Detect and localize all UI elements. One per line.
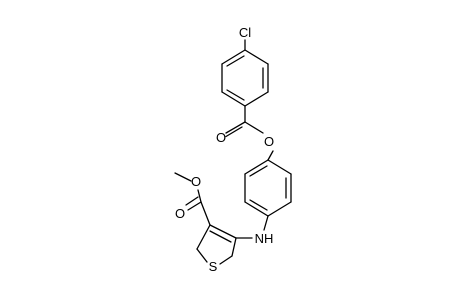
chlorine-label: Cl (239, 25, 251, 40)
ester-bridge-oxygen-label: O (264, 134, 274, 149)
chlorophenyl-ring (221, 49, 269, 107)
methyl-ester-group (174, 172, 211, 226)
methyl-ester-oxygen-label: O (191, 174, 201, 189)
amine-label: NH (255, 231, 274, 246)
benzoate-carbonyl (225, 121, 274, 161)
ring-nh-bond (263, 215, 269, 231)
ester-carbonyl-oxygen-label: O (216, 130, 226, 145)
dihydrothiophene-ring (196, 224, 237, 265)
phenylene-ring (244, 159, 292, 217)
methyl-ester-carbonyl-oxygen-label: O (175, 206, 185, 221)
sulfur-label: S (209, 259, 218, 274)
